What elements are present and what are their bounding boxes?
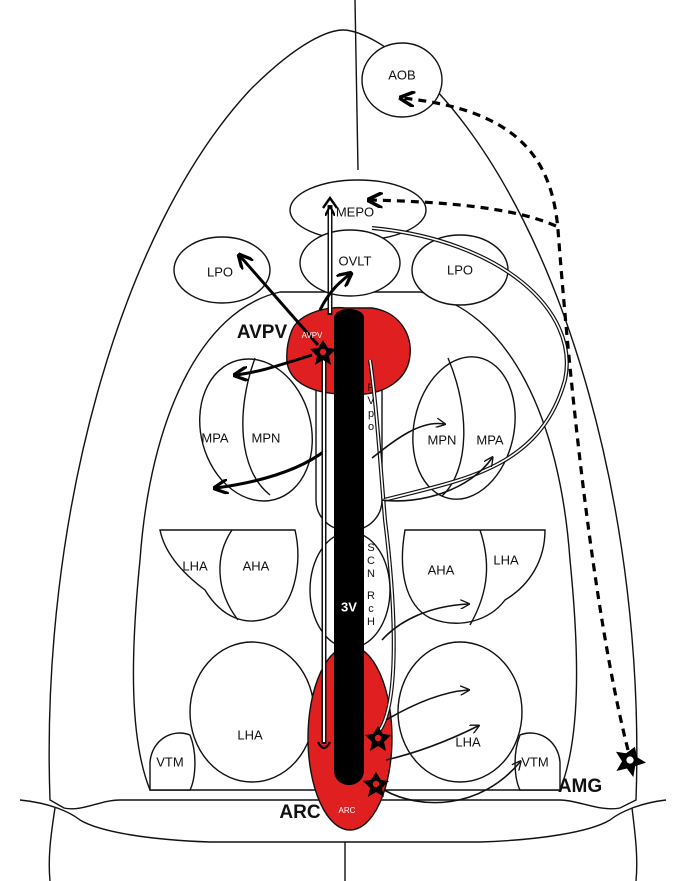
avpv-label: AVPV [237,322,288,343]
lha-left-lower-label: LHA [237,727,263,742]
rch-letter-1: R [367,590,375,602]
lpo-left-label: LPO [207,264,233,279]
mpa-left-label: MPA [201,430,229,445]
amg-label: AMG [558,776,602,797]
lpo-right-label: LPO [447,262,473,277]
rch-letter-2: c [368,603,374,615]
lower-contour-left [49,808,55,881]
ovlt-label: OVLT [339,253,372,268]
aob-label: AOB [388,67,415,82]
aha-left-label: AHA [243,558,270,573]
lha-right-upper-label: LHA [493,552,519,567]
scn-letter-3: N [367,568,375,580]
third-ventricle-label: 3V [341,599,357,614]
vtm-right-label: VTM [521,754,548,769]
pvpo-letter-3: p [368,408,374,420]
scn-letter-2: C [367,555,375,567]
avpv-small-label: AVPV [302,331,323,340]
lha-left-lower-region [190,642,314,782]
lha-aha-left-region [160,530,298,621]
pvpo-letter-4: o [368,421,374,433]
mpa-right-label: MPA [476,432,504,447]
mpn-right-label: MPN [428,432,457,447]
vtm-left-label: VTM [156,754,183,769]
aha-lha-right-region [402,530,545,623]
aha-right-label: AHA [428,562,455,577]
scn-letter-1: S [367,542,374,554]
lha-right-lower-label: LHA [455,734,481,749]
arc-small-label: ARC [339,806,356,815]
mepo-label: MEPO [336,204,374,219]
amg-neuron-icon [610,741,650,779]
lha-right-lower-region [398,642,522,782]
arc-label: ARC [279,802,320,823]
third-ventricle [334,309,364,785]
lha-left-upper-label: LHA [182,558,208,573]
midline-top [355,0,358,170]
rch-letter-3: H [367,616,375,628]
mpn-left-label: MPN [252,430,281,445]
lower-contour-right [632,808,637,881]
